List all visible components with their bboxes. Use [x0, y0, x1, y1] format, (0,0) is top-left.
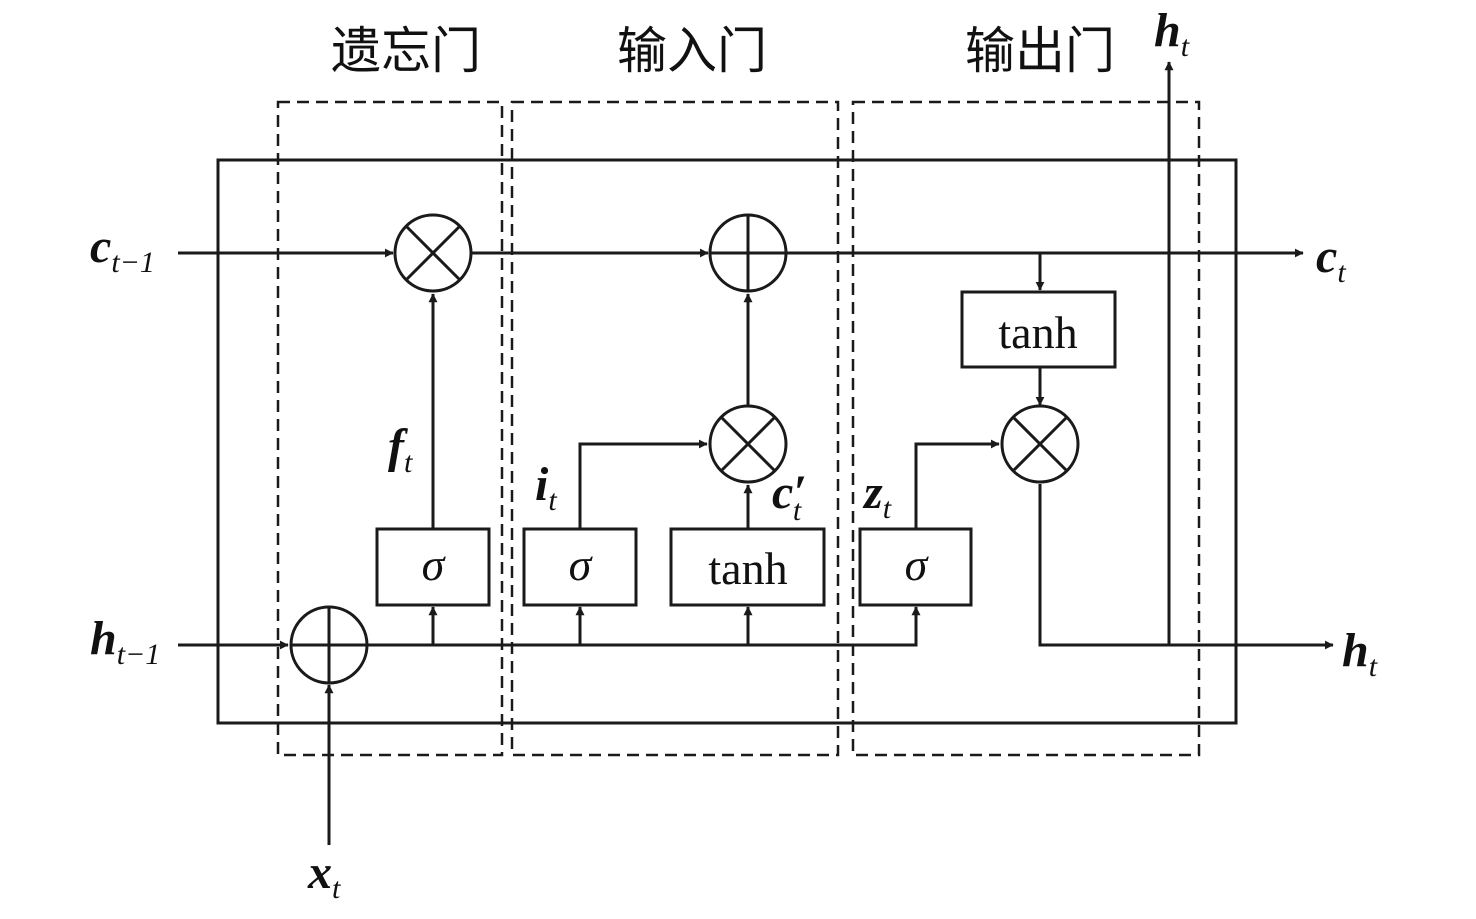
c-t-sub: t	[1337, 256, 1346, 289]
input-tanh-label: tanh	[708, 543, 787, 594]
input-multiply-op	[708, 404, 788, 484]
h-t-top-label: ht	[1154, 4, 1190, 63]
x-t-main: x	[307, 846, 332, 899]
c-prev-main: c	[90, 220, 111, 273]
output-gate-title: 输出门	[965, 22, 1115, 80]
h-t-right-label: ht	[1342, 624, 1378, 683]
h-prev-main: h	[90, 612, 117, 665]
c-t-main: c	[1316, 230, 1337, 283]
i-t-line	[578, 439, 708, 528]
x-t-label: xt	[307, 846, 341, 905]
c-prev-label: ct−1	[90, 220, 155, 279]
output-gate-region	[851, 100, 1201, 757]
output-tanh-box	[960, 290, 1117, 369]
input-tanh-box	[669, 527, 826, 607]
h-t-right-main: h	[1342, 624, 1369, 677]
h-prev-sub: t−1	[117, 638, 161, 671]
forget-gate-region	[276, 100, 504, 757]
c-t-label: ct	[1316, 230, 1346, 289]
concat-bus	[368, 606, 921, 647]
output-tanh-label: tanh	[998, 307, 1077, 358]
x-t-sub: t	[332, 872, 341, 905]
f-t-sub: t	[404, 446, 413, 479]
z-t-label: zt	[862, 466, 892, 525]
cell-add-op	[708, 213, 788, 293]
i-t-main: i	[535, 458, 549, 511]
f-t-label: ft	[388, 420, 413, 479]
z-t-line	[914, 439, 1000, 528]
h-t-top-main: h	[1154, 4, 1181, 57]
output-sigma-label: σ	[905, 539, 930, 590]
i-t-label: it	[535, 458, 557, 517]
i-t-sub: t	[548, 484, 557, 517]
f-t-main: f	[388, 420, 408, 473]
forget-multiply-op	[393, 213, 473, 293]
c-cand-label: c′t	[772, 466, 807, 527]
c-cand-sub: t	[793, 494, 802, 527]
c-cand-main: c′	[772, 466, 807, 519]
input-gate-region	[510, 100, 840, 757]
z-t-main: z	[862, 466, 883, 519]
forget-sigma-label: σ	[422, 539, 447, 590]
forget-sigma-box	[375, 527, 491, 607]
h-prev-label: ht−1	[90, 612, 160, 671]
forget-gate-title: 遗忘门	[331, 22, 481, 80]
h-t-line	[1038, 484, 1334, 650]
h-t-top-sub: t	[1181, 30, 1190, 63]
c-prev-sub: t−1	[111, 246, 155, 279]
input-add-op	[289, 605, 369, 685]
input-sigma-box	[522, 527, 638, 607]
input-gate-title: 输入门	[617, 22, 767, 80]
h-t-right-sub: t	[1369, 650, 1378, 683]
output-multiply-op	[1000, 404, 1080, 484]
output-sigma-box	[858, 527, 973, 607]
cell-frame	[216, 158, 1238, 725]
input-sigma-label: σ	[569, 539, 594, 590]
z-t-sub: t	[883, 492, 892, 525]
